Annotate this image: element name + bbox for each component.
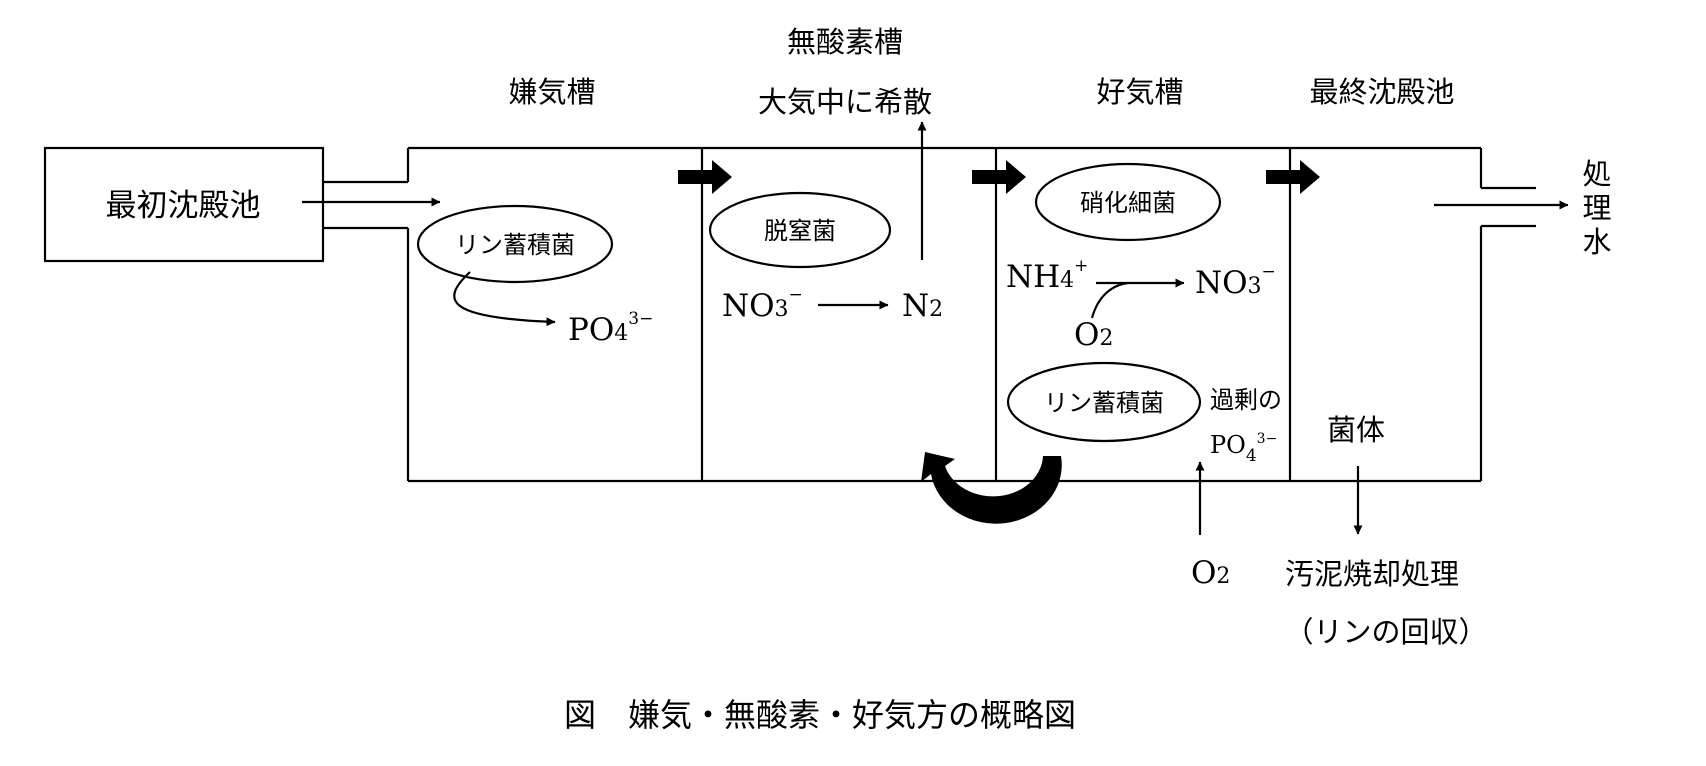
nitrate-anoxic: NO3− [722, 285, 803, 324]
po-subscript: 4 [614, 321, 628, 346]
no-superscript: − [789, 285, 803, 305]
sludge-treatment-label: 汚泥焼却処理 [1285, 557, 1459, 591]
flow-arrow-3 [1266, 160, 1320, 194]
n-subscript: 2 [929, 297, 943, 322]
flow-arrow-2 [972, 160, 1026, 194]
atmosphere-label: 大気中に希散 [758, 85, 932, 119]
phosphorus-recovery-label: （リンの回収） [1284, 615, 1487, 649]
o-text-aeration: O [1191, 555, 1216, 591]
aerobic-tank-label: 好気槽 [1096, 75, 1183, 109]
treated-water-label-2: 理 [1582, 191, 1611, 225]
phosphate-anaerobic: PO43− [568, 309, 653, 348]
denitrifier-label: 脱窒菌 [764, 217, 836, 245]
oxygen-supply-curve [1090, 281, 1129, 319]
o-text: O [1074, 317, 1099, 353]
oxygen-aerobic: O2 [1074, 317, 1113, 353]
pao-ellipse-anaerobic [416, 204, 614, 284]
pao-label-anaerobic: リン蓄積菌 [455, 231, 575, 259]
ammonium: NH4+ [1006, 256, 1088, 295]
phosphate-release-arrow [453, 271, 556, 327]
return-sludge-arrow [921, 452, 1062, 524]
excess-label: 過剰の [1210, 386, 1282, 414]
po-superscript-aerobic: 3− [1257, 431, 1278, 447]
anaerobic-tank-label: 嫌気槽 [508, 75, 595, 109]
po-text: PO [568, 312, 614, 348]
nh-superscript: + [1074, 256, 1088, 276]
nh-text: NH [1006, 259, 1060, 295]
no-text-aerobic: NO [1195, 265, 1248, 301]
pao-label-aerobic: リン蓄積菌 [1044, 389, 1164, 417]
pao-ellipse-aerobic [1006, 361, 1202, 443]
nitrifier-ellipse [1034, 162, 1222, 242]
no-text: NO [722, 288, 775, 324]
oxygen-aeration: O2 [1191, 555, 1230, 591]
no-superscript-aerobic: − [1262, 262, 1276, 282]
primary-clarifier-label: 最初沈殿池 [106, 188, 261, 224]
po-subscript-aerobic: 4 [1246, 446, 1257, 466]
phosphate-aerobic: PO43− [1210, 431, 1277, 466]
figure-caption: 図 嫌気・無酸素・好気方の概略図 [564, 696, 1076, 734]
po-superscript: 3− [628, 309, 653, 329]
no-subscript: 3 [775, 297, 789, 322]
denitrifier-ellipse [708, 191, 892, 269]
no-subscript-aerobic: 3 [1248, 274, 1262, 299]
treated-water-label-3: 水 [1582, 225, 1611, 259]
nitrifier-label: 硝化細菌 [1080, 189, 1176, 217]
o-subscript: 2 [1099, 326, 1113, 351]
anoxic-tank-label: 無酸素槽 [787, 25, 903, 59]
o-subscript-aeration: 2 [1216, 564, 1230, 589]
final-clarifier-label: 最終沈殿池 [1309, 75, 1454, 109]
nh-subscript: 4 [1060, 268, 1074, 293]
nitrogen-gas: N2 [902, 288, 943, 324]
primary-clarifier-box [43, 146, 325, 263]
flow-arrow-1 [678, 160, 732, 194]
n-text: N [902, 288, 929, 324]
treated-water-label-1: 処 [1582, 157, 1611, 191]
biomass-label: 菌体 [1327, 413, 1385, 447]
nitrate-aerobic: NO3− [1195, 262, 1276, 301]
po-text-aerobic: PO [1210, 431, 1246, 459]
